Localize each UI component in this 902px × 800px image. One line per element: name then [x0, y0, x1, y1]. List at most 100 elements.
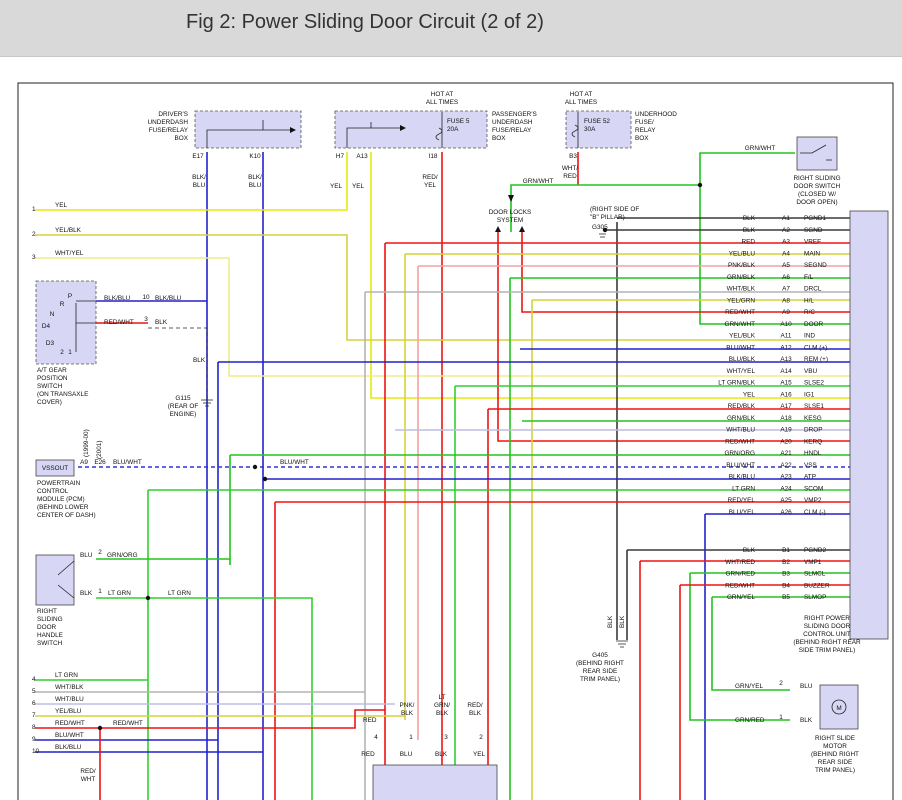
wl-vss-b: BLU/WHT	[280, 459, 309, 466]
pin-c3: 3	[444, 734, 448, 741]
pin-p3: 3	[144, 316, 148, 323]
cu-name-B3: SLMCL	[804, 571, 826, 578]
pin-p2: 2	[98, 549, 102, 556]
motor-label-4: TRIM PANEL)	[815, 767, 855, 774]
wl-bl8b: RED/WHT	[113, 720, 143, 727]
wl-redwht-bot-1: WHT	[81, 776, 96, 783]
wl-h-ltgrn: LT GRN	[108, 590, 131, 597]
handle-switch-label-3: HANDLE	[37, 632, 63, 639]
wl-e17-0: BLK/	[192, 174, 206, 181]
cu-wire-A13: BLU/BLK	[729, 356, 756, 363]
cu-wire-A12: BLU/WHT	[726, 344, 755, 351]
wire-left3	[35, 257, 850, 377]
wl-bl6: WHT/BLU	[55, 696, 84, 703]
cu-wire-A14: WHT/YEL	[727, 368, 756, 375]
passenger-fuse-label-0: PASSENGER'S	[492, 111, 537, 118]
door-switch-box	[796, 136, 838, 171]
wl-bl9: BLU/WHT	[55, 732, 84, 739]
cu-pin-B2: B2	[782, 559, 790, 566]
cu-wire-A4: YEL/BLU	[729, 250, 756, 257]
control-unit-label-1: SLIDING DOOR	[804, 623, 851, 630]
pin-p1: 1	[98, 588, 102, 595]
cu-pin-A17: A17	[780, 403, 792, 410]
handle-switch-label-1: SLIDING	[37, 616, 63, 623]
cu-wire-A3: RED	[742, 239, 756, 246]
cu-wire-A8: YEL/GRN	[727, 297, 755, 304]
gear-switch-label-3: (ON TRANSAXLE	[37, 391, 88, 398]
driver-fuse-label-2: FUSE/RELAY	[149, 127, 189, 134]
gear-letter-1: R	[60, 301, 65, 308]
pin-m1: 1	[779, 714, 783, 721]
wl-conn-pnk-1: BLK	[401, 710, 414, 717]
underhood-fuse-label-3: BOX	[635, 135, 649, 142]
cu-pin-A4: A4	[782, 250, 790, 257]
cu-pin-A12: A12	[780, 344, 792, 351]
wl-blkblu-a: BLK/BLU	[104, 295, 131, 302]
wl-g405-0: BLK	[607, 615, 614, 628]
wire-door-lock-a9	[521, 232, 850, 313]
cu-wire-A17: RED/BLK	[728, 403, 756, 410]
wl-red-bot: RED	[363, 717, 377, 724]
wl-conn-lt-0: LT	[439, 694, 446, 701]
cu-pin-A26: A26	[780, 509, 792, 516]
cu-wire-A10: GRN/WHT	[724, 321, 755, 328]
left-pin-4: 4	[32, 676, 36, 683]
cu-pin-B1: B1	[782, 547, 790, 554]
cu-name-A8: H/L	[804, 297, 814, 304]
cu-name-A2: SGND	[804, 227, 823, 234]
cu-wire-B3: GRN/RED	[726, 571, 756, 578]
hot-label-1-1: ALL TIMES	[426, 99, 458, 106]
gear-letter-0: P	[68, 293, 72, 300]
fuse5-label-0: FUSE 5	[447, 118, 470, 125]
cu-wire-A2: BLK	[743, 227, 756, 234]
fuse52-label-1: 30A	[584, 126, 596, 133]
gear-letter-5: 2	[60, 349, 64, 356]
cu-wire-A16: YEL	[743, 391, 756, 398]
bottom-connector-box	[372, 764, 498, 800]
wl-grnwht-top: GRN/WHT	[523, 178, 554, 185]
cu-name-A10: DOOR	[804, 321, 824, 328]
wl-i18-1: YEL	[424, 182, 437, 189]
cu-name-A26: CLM (-)	[804, 509, 826, 516]
term-i18: I18	[429, 153, 438, 160]
motor-label-3: REAR SIDE	[818, 759, 852, 766]
wl-grnwht-sw: GRN/WHT	[745, 145, 776, 152]
gear-switch-label-2: SWITCH	[37, 383, 63, 390]
gear-letter-4: D3	[46, 340, 55, 347]
underhood-fuse-label-1: FUSE/	[635, 119, 654, 126]
term-a9: A9	[80, 459, 88, 466]
driver-fuse-label-0: DRIVER'S	[158, 111, 188, 118]
door-switch-label-0: RIGHT SLIDING	[793, 175, 840, 182]
hot-label-2-1: ALL TIMES	[565, 99, 597, 106]
motor-label-2: (BEHIND RIGHT	[811, 751, 859, 758]
pin-p10: 10	[142, 294, 150, 301]
wl-yel-b: YEL	[352, 183, 365, 190]
pin-m2: 2	[779, 680, 783, 687]
year-1: (2001)	[96, 441, 103, 459]
left-pin-9: 9	[32, 736, 36, 743]
wl-m-blu: BLU	[800, 683, 813, 690]
handle-switch-box	[35, 554, 75, 606]
wl-i18-0: RED/	[422, 174, 437, 181]
wire-a13-yel	[370, 152, 850, 399]
labels: DRIVER'SUNDERDASHFUSE/RELAYBOXPASSENGER'…	[32, 91, 861, 783]
hot-label-2-0: HOT AT	[570, 91, 593, 98]
cu-name-A11: IND	[804, 333, 815, 340]
cu-pin-A6: A6	[782, 274, 790, 281]
wl-conn-bot-1: BLU	[400, 751, 413, 758]
wire-handle-lt-grn	[96, 597, 313, 800]
pcm-box	[35, 459, 75, 477]
cu-wire-A1: BLK	[743, 215, 756, 222]
wl-m-grnyel: GRN/YEL	[735, 683, 764, 690]
left-pin-8: 8	[32, 724, 36, 731]
cu-pin-A7: A7	[782, 286, 790, 293]
cu-wire-A21: GRN/ORG	[724, 450, 755, 457]
wl-conn-red-1: BLK	[469, 710, 482, 717]
passenger-fuse-box	[334, 110, 488, 149]
cu-pin-A22: A22	[780, 462, 792, 469]
motor-label-1: MOTOR	[823, 743, 847, 750]
cu-name-A3: VREF	[804, 239, 821, 246]
underhood-fuse-box	[565, 110, 632, 149]
pin-c1: 1	[409, 734, 413, 741]
wire-b3-v	[689, 573, 790, 721]
